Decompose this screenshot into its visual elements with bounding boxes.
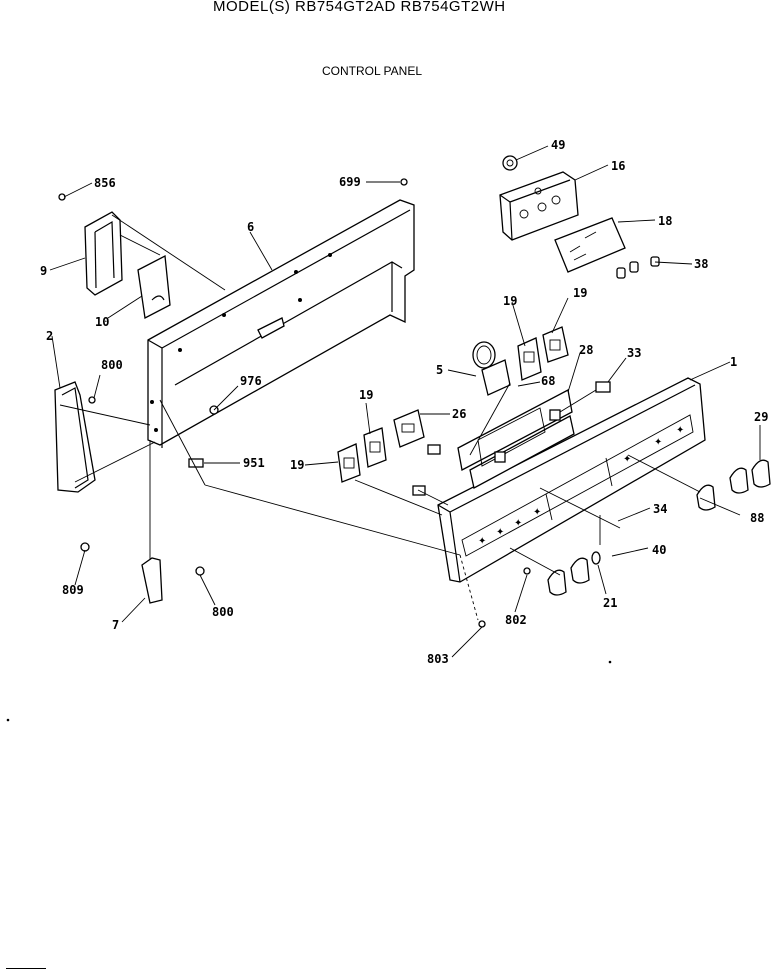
section-title: CONTROL PANEL xyxy=(322,64,423,78)
part-26-switch xyxy=(393,409,425,448)
callout-699: 699 xyxy=(339,175,361,189)
callout-802: 802 xyxy=(505,613,527,627)
svg-text:✦: ✦ xyxy=(676,425,684,436)
callout-28: 28 xyxy=(579,343,593,357)
callout-19b: 19 xyxy=(573,286,587,300)
callout-9: 9 xyxy=(40,264,47,278)
leader-lines xyxy=(49,145,761,658)
part-19-switch-b xyxy=(542,326,569,363)
callout-803: 803 xyxy=(427,652,449,666)
part-28-frame xyxy=(457,389,573,471)
svg-text:✦: ✦ xyxy=(496,527,504,538)
footer-rule xyxy=(6,968,46,969)
part-16-clock xyxy=(499,171,579,241)
callout-19a: 19 xyxy=(503,294,517,308)
svg-text:✦: ✦ xyxy=(514,518,522,529)
part-9-bracket xyxy=(84,211,123,296)
callout-800a: 800 xyxy=(101,358,123,372)
callout-10: 10 xyxy=(95,315,109,329)
callout-68: 68 xyxy=(541,374,555,388)
svg-text:✦: ✦ xyxy=(654,437,662,448)
callout-16: 16 xyxy=(611,159,625,173)
part-5-thermostat xyxy=(472,341,511,396)
knobs xyxy=(547,459,771,596)
callout-18: 18 xyxy=(658,214,672,228)
callout-labels: 49 16 18 38 856 699 6 9 10 2 800 976 951… xyxy=(40,138,768,666)
part-18-lens xyxy=(554,217,626,273)
callout-88: 88 xyxy=(750,511,764,525)
svg-text:✦: ✦ xyxy=(478,536,486,547)
callout-33: 33 xyxy=(627,346,641,360)
svg-text:✦: ✦ xyxy=(533,507,541,518)
part-19-switch-d xyxy=(337,443,361,483)
callout-809: 809 xyxy=(62,583,84,597)
stray-mark xyxy=(6,718,10,722)
callout-800b: 800 xyxy=(212,605,234,619)
callout-1: 1 xyxy=(730,355,737,369)
callout-34: 34 xyxy=(653,502,667,516)
callout-6: 6 xyxy=(247,220,254,234)
callout-29: 29 xyxy=(754,410,768,424)
callout-40: 40 xyxy=(652,543,666,557)
callout-26: 26 xyxy=(452,407,466,421)
part-19-switch-a xyxy=(517,337,542,381)
callout-49: 49 xyxy=(551,138,565,152)
callout-5: 5 xyxy=(436,363,443,377)
part-6-main-frame xyxy=(147,199,415,448)
callout-951: 951 xyxy=(243,456,265,470)
part-7-bracket xyxy=(141,557,163,604)
part-49-knob xyxy=(502,155,518,171)
callout-21: 21 xyxy=(603,596,617,610)
callout-19c: 19 xyxy=(359,388,373,402)
part-19-switch-c xyxy=(363,427,387,468)
callout-856: 856 xyxy=(94,176,116,190)
part-10-bracket xyxy=(137,254,171,319)
callout-19d: 19 xyxy=(290,458,304,472)
callout-38: 38 xyxy=(694,257,708,271)
svg-text:✦: ✦ xyxy=(623,454,631,465)
part-1-control-panel: ✦ ✦ ✦ ✦ ✦ ✦ ✦ xyxy=(437,377,706,583)
callout-7: 7 xyxy=(112,618,119,632)
callout-976: 976 xyxy=(240,374,262,388)
callout-2: 2 xyxy=(46,329,53,343)
stray-mark xyxy=(608,660,612,664)
part-2-end-cap xyxy=(54,381,96,493)
part-38-screws xyxy=(616,256,660,279)
page-title: MODEL(S) RB754GT2AD RB754GT2WH xyxy=(213,0,506,15)
